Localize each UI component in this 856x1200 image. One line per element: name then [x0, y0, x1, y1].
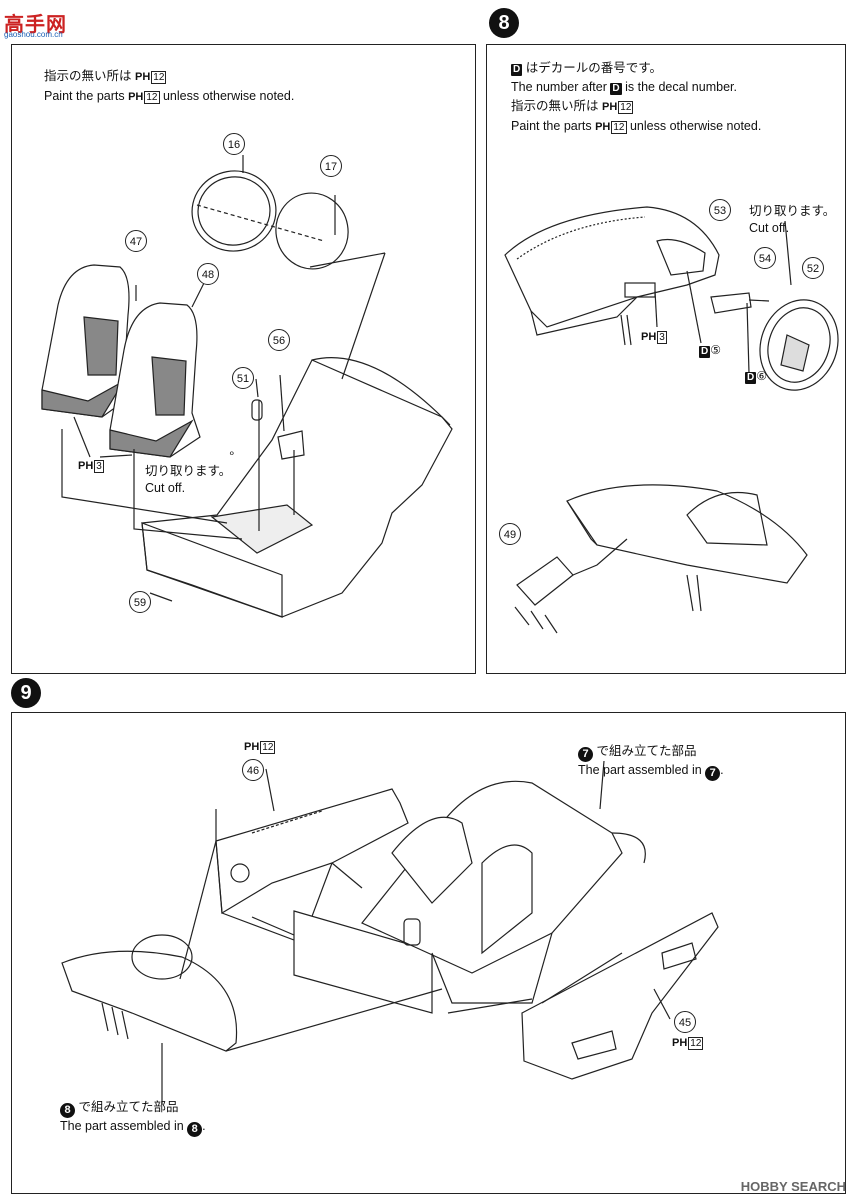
step-8-ref-badge: 8 — [187, 1122, 203, 1137]
step-7-ref-badge: 7 — [705, 766, 721, 781]
step-8-panel: D はデカールの番号です。 The number after D is the … — [486, 44, 846, 674]
decal-d-box: D — [610, 83, 622, 95]
part-49-label: 49 — [499, 523, 521, 545]
part-56-label: 56 — [268, 329, 290, 351]
step-7-illustration: ∘ — [41, 155, 453, 618]
paint-ph-label: PH — [641, 331, 657, 343]
step-7-ref-badge: 7 — [578, 747, 593, 762]
part-17-label: 17 — [320, 155, 342, 177]
decal-en-pre: The number after — [511, 80, 607, 94]
cut-en: Cut off. — [145, 481, 186, 495]
site-logo-text: 高手网 — [4, 12, 67, 36]
assembled8-jp: で組み立てた部品 — [78, 1100, 179, 1114]
paint-code-box: 12 — [618, 101, 634, 114]
paint-ph-label: PH — [135, 71, 151, 83]
step-9-badge: 9 — [11, 678, 41, 708]
part-51-label: 51 — [232, 367, 254, 389]
paint-ph-label: PH — [595, 121, 611, 133]
door-45-paint-code: 12 — [688, 1037, 704, 1050]
decal-d-box: D — [745, 372, 757, 384]
step-7-cut-off-note: 切り取ります。 Cut off. — [145, 463, 231, 497]
cut-en: Cut off. — [749, 221, 790, 235]
paint-code-box: 12 — [611, 121, 627, 134]
paint-ph-label: PH — [78, 460, 94, 472]
step-8-ref-badge: 8 — [60, 1103, 75, 1118]
paint-code-box: 12 — [144, 91, 160, 104]
step-8-cut-off-note: 切り取ります。 Cut off. — [749, 203, 835, 237]
part-46-label: 46 — [242, 759, 264, 781]
part-48-label: 48 — [197, 263, 219, 285]
decal-6-number: ⑥ — [756, 369, 767, 383]
paint-ph-label: PH — [672, 1037, 688, 1049]
part-52-label: 52 — [802, 257, 824, 279]
cut-jp: 切り取ります。 — [749, 204, 836, 218]
paint-code-box: 12 — [151, 71, 167, 84]
decal-5-number: ⑤ — [710, 343, 721, 357]
assembled7-en: The part assembled in — [578, 763, 702, 777]
part-45-label: 45 — [674, 1011, 696, 1033]
paint-ph-label: PH — [128, 91, 144, 103]
part-47-label: 47 — [125, 230, 147, 252]
decal-jp: はデカールの番号です。 — [525, 61, 662, 75]
note-jp: 指示の無い所は — [44, 69, 132, 83]
step-8-badge: 8 — [489, 8, 519, 38]
seat-paint-code: 3 — [94, 460, 104, 473]
note-en-tail: unless otherwise noted. — [629, 119, 762, 133]
step-7-assembly-note: 7 で組み立てた部品 The part assembled in 7. — [578, 744, 724, 781]
part-53-label: 53 — [709, 199, 731, 221]
step-9-illustration — [61, 760, 719, 1105]
assembled7-jp: で組み立てた部品 — [596, 744, 697, 758]
svg-text:∘: ∘ — [228, 446, 236, 460]
note-jp: 指示の無い所は — [511, 99, 599, 113]
hobby-search-watermark: HOBBY SEARCH — [741, 1179, 846, 1194]
part-54-label: 54 — [754, 247, 776, 269]
hobby-search-text: HOBBY SEARCH — [740, 1179, 846, 1194]
assembled8-en: The part assembled in — [60, 1119, 184, 1133]
decal-en-post: is the decal number. — [625, 80, 737, 94]
note-en-tail: unless otherwise noted. — [162, 89, 295, 103]
step-8-illustration — [504, 206, 839, 634]
decal-d-box: D — [511, 64, 523, 76]
part-59-label: 59 — [129, 591, 151, 613]
part-16-label: 16 — [223, 133, 245, 155]
step-8-assembly-note: 8 で組み立てた部品 The part assembled in 8. — [60, 1100, 206, 1137]
site-logo: 高手网 gaoshou.com.cn — [4, 8, 67, 39]
site-logo-url: gaoshou.com.cn — [4, 30, 63, 39]
note-en: Paint the parts — [511, 119, 592, 133]
paint-ph-label: PH — [244, 741, 260, 753]
cut-jp: 切り取ります。 — [145, 464, 232, 478]
dash-paint-code: 3 — [657, 331, 667, 344]
note-en: Paint the parts — [44, 89, 125, 103]
door-46-paint-code: 12 — [260, 741, 276, 754]
decal-d-box: D — [699, 346, 711, 358]
paint-ph-label: PH — [602, 101, 618, 113]
step-8-notes: D はデカールの番号です。 The number after D is the … — [511, 59, 761, 137]
